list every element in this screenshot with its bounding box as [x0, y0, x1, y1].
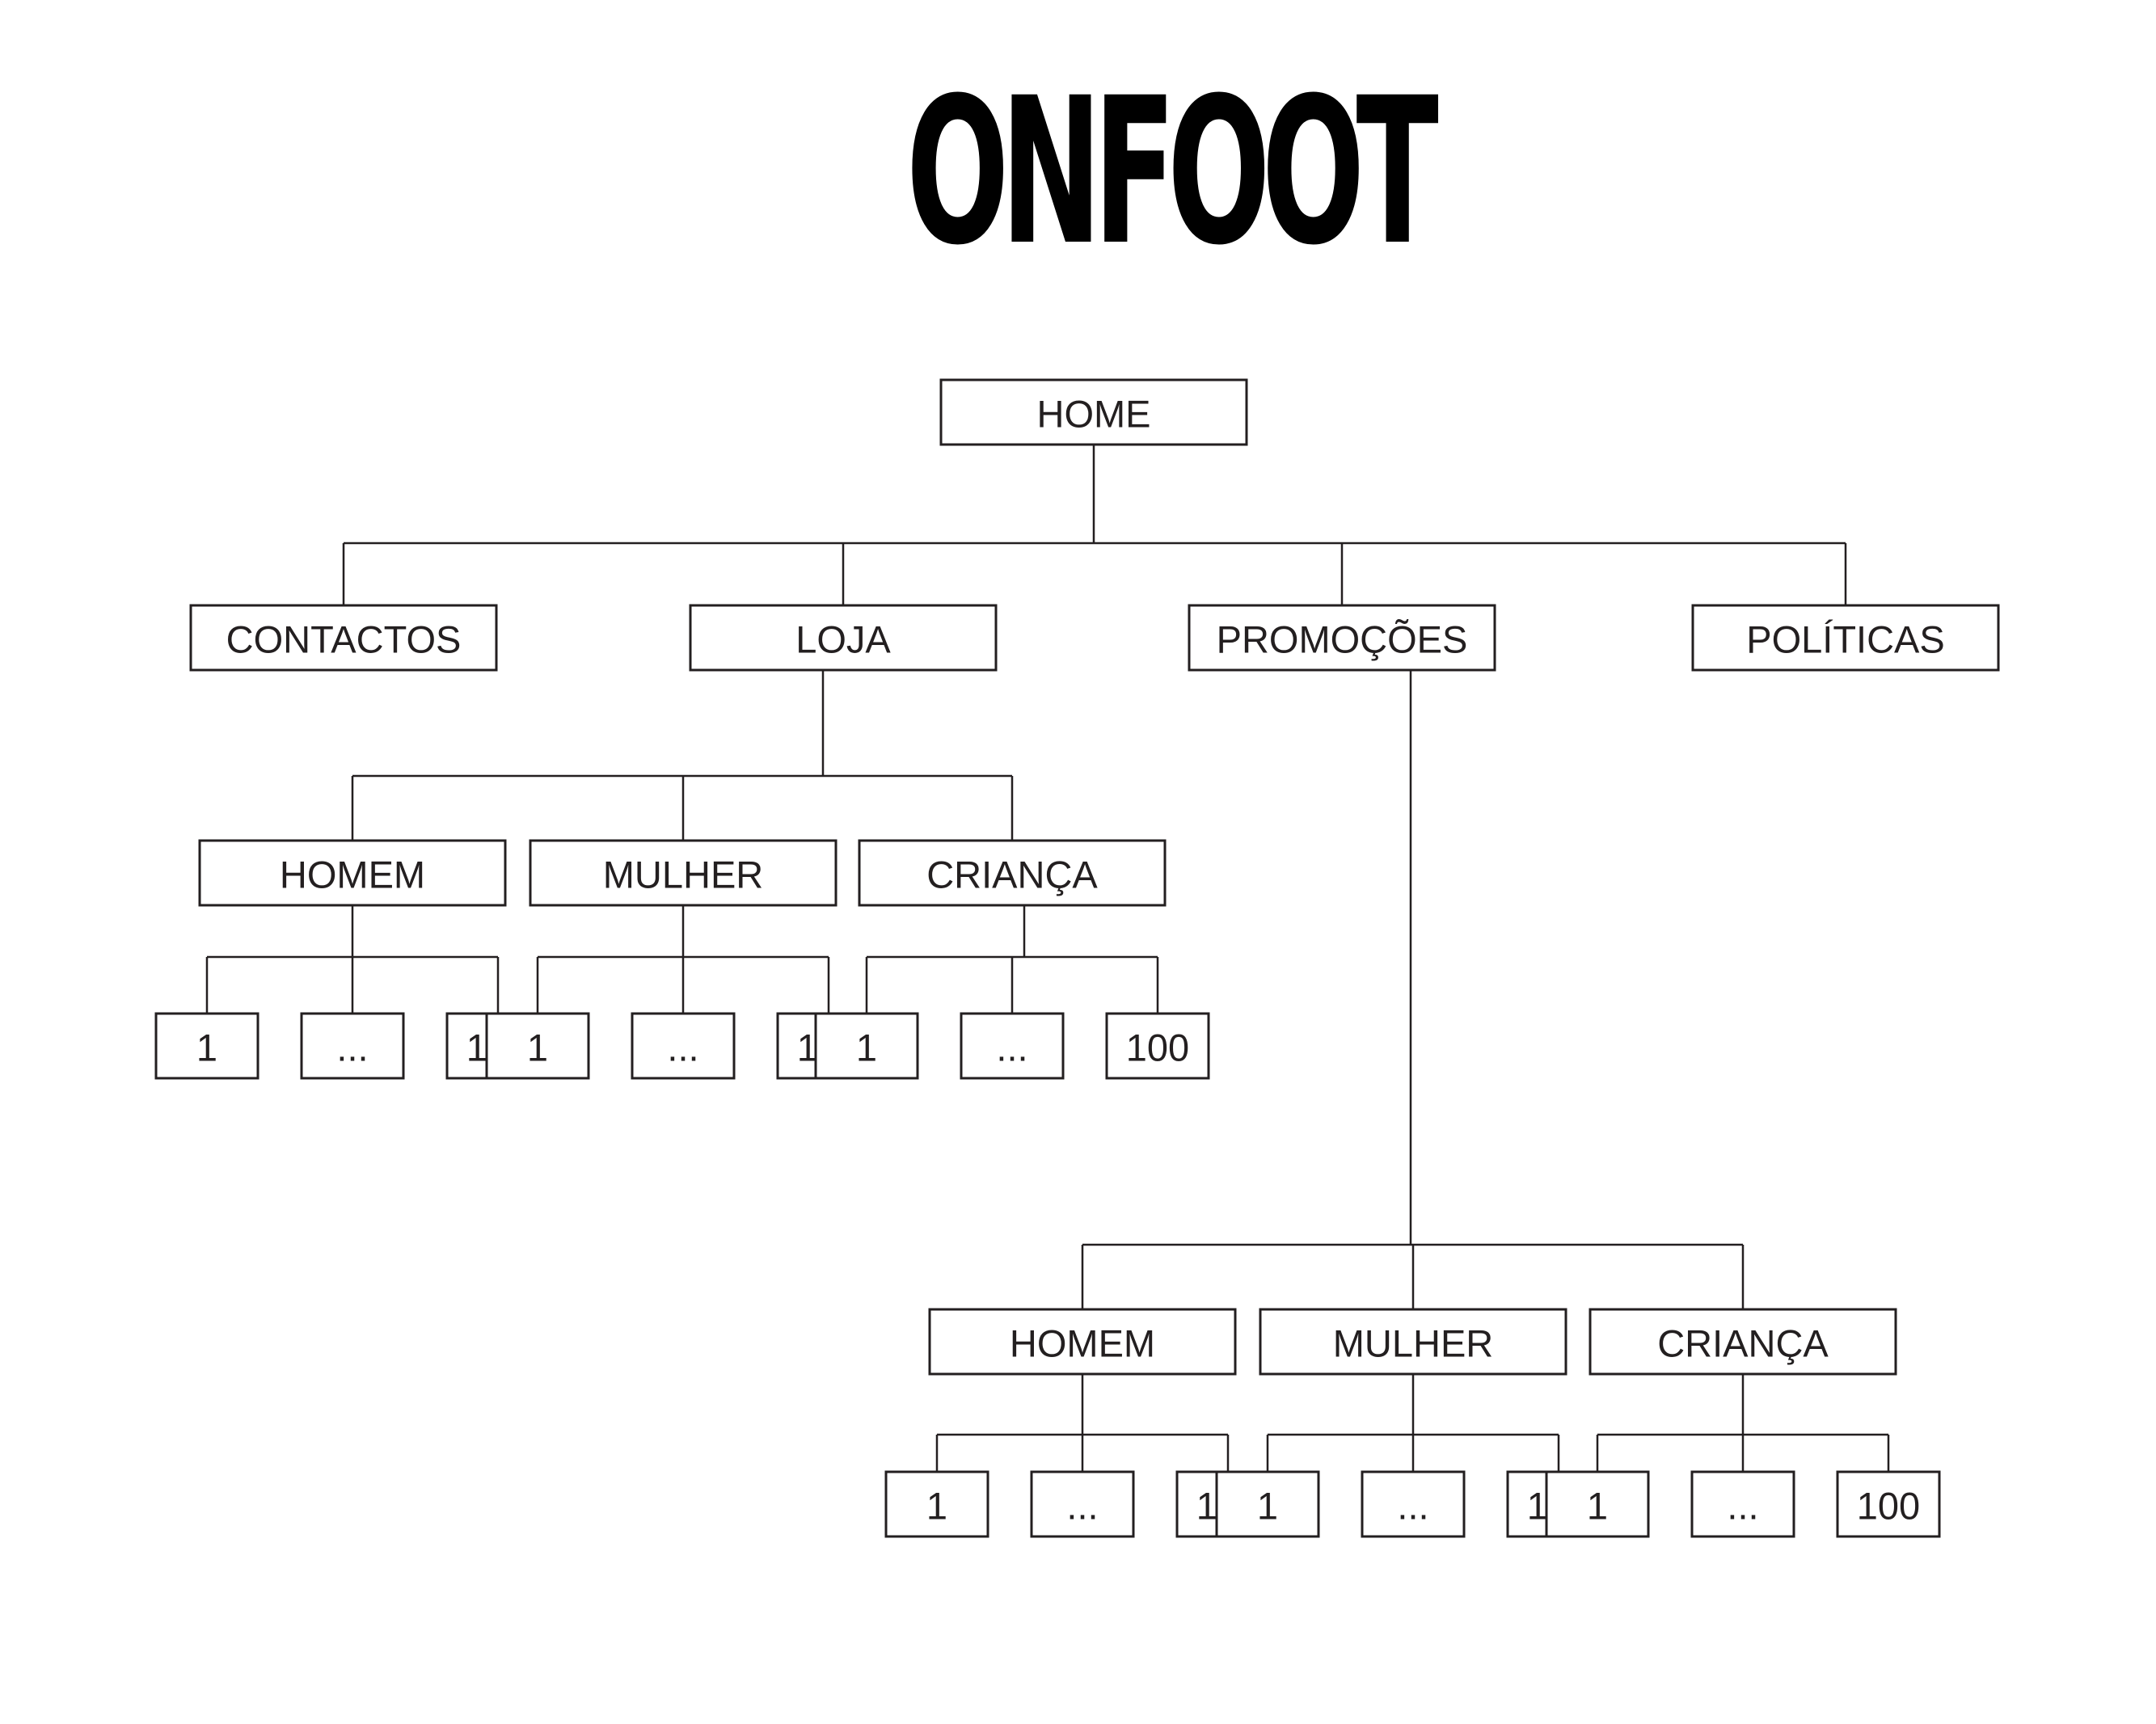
- node-promocoes-homem: HOMEM: [928, 1308, 1237, 1376]
- node-promocoes-mulher-leaf-1-box: [1215, 1470, 1320, 1538]
- node-politicas-box: [1691, 604, 2000, 672]
- node-contactos-box: [189, 604, 498, 672]
- node-loja-crianca-leaf-2: ...: [960, 1012, 1065, 1080]
- node-politicas: POLÍTICAS: [1691, 604, 2000, 672]
- node-loja-homem-leaf-1-label: 1: [196, 1026, 217, 1069]
- node-home: HOME: [939, 378, 1248, 446]
- node-promocoes-crianca-leaf-2-label: ...: [1727, 1485, 1758, 1528]
- node-promocoes-crianca-leaf-2-box: [1690, 1470, 1795, 1538]
- node-loja-homem-leaf-2-box: [300, 1012, 405, 1080]
- node-loja-homem-leaf-2-label: ...: [336, 1026, 368, 1069]
- sitemap-nodes: HOMECONTACTOSLOJAHOMEM1...100MULHER1...1…: [154, 378, 2000, 1538]
- node-loja-crianca: CRIANÇA: [858, 839, 1167, 907]
- node-loja-crianca-box: [858, 839, 1167, 907]
- node-loja-crianca-label: CRIANÇA: [926, 854, 1098, 896]
- node-promocoes-mulher: MULHER: [1259, 1308, 1567, 1376]
- connector-lines: [205, 445, 1890, 1472]
- node-promocoes-homem-label: HOMEM: [1010, 1322, 1155, 1365]
- node-loja-box: [689, 604, 998, 672]
- node-politicas-label: POLÍTICAS: [1746, 618, 1945, 661]
- node-home-label: HOME: [1037, 393, 1151, 436]
- node-loja-homem-leaf-2: ...: [300, 1012, 405, 1080]
- node-loja-homem-leaf-1-box: [154, 1012, 259, 1080]
- node-promocoes-mulher-leaf-2-label: ...: [1397, 1485, 1428, 1528]
- node-promocoes-crianca-leaf-1-label: 1: [1587, 1485, 1608, 1528]
- node-promocoes-crianca-leaf-3: 100: [1836, 1470, 1941, 1538]
- node-promocoes-crianca-label: CRIANÇA: [1657, 1322, 1829, 1365]
- node-loja-mulher-box: [529, 839, 838, 907]
- node-loja-mulher-leaf-1: 1: [485, 1012, 590, 1080]
- node-loja-mulher-leaf-1-label: 1: [527, 1026, 548, 1069]
- node-promocoes-homem-leaf-2-box: [1030, 1470, 1135, 1538]
- node-loja-mulher-leaf-2: ...: [631, 1012, 736, 1080]
- node-loja-crianca-leaf-2-label: ...: [996, 1026, 1027, 1069]
- node-promocoes-mulher-leaf-1: 1: [1215, 1470, 1320, 1538]
- node-promocoes-homem-box: [928, 1308, 1237, 1376]
- node-loja-mulher-leaf-1-box: [485, 1012, 590, 1080]
- node-loja-homem-label: HOMEM: [280, 854, 425, 896]
- node-loja-crianca-leaf-1-label: 1: [856, 1026, 877, 1069]
- node-loja-homem-box: [198, 839, 507, 907]
- node-promocoes-crianca-leaf-3-box: [1836, 1470, 1941, 1538]
- node-promocoes: PROMOÇÕES: [1188, 604, 1496, 672]
- node-loja-crianca-leaf-1: 1: [814, 1012, 919, 1080]
- node-promocoes-homem-leaf-1-box: [884, 1470, 989, 1538]
- node-promocoes-mulher-label: MULHER: [1333, 1322, 1493, 1365]
- node-promocoes-mulher-leaf-1-label: 1: [1257, 1485, 1278, 1528]
- node-loja: LOJA: [689, 604, 998, 672]
- node-loja-mulher-leaf-2-label: ...: [667, 1026, 698, 1069]
- node-promocoes-crianca-leaf-3-label: 100: [1857, 1485, 1920, 1528]
- node-loja-crianca-leaf-1-box: [814, 1012, 919, 1080]
- node-loja-crianca-leaf-3: 100: [1105, 1012, 1210, 1080]
- node-loja-mulher-label: MULHER: [603, 854, 763, 896]
- node-promocoes-mulher-box: [1259, 1308, 1567, 1376]
- node-loja-mulher: MULHER: [529, 839, 838, 907]
- node-contactos: CONTACTOS: [189, 604, 498, 672]
- node-promocoes-crianca-leaf-1: 1: [1545, 1470, 1650, 1538]
- node-loja-mulher-leaf-2-box: [631, 1012, 736, 1080]
- node-home-box: [939, 378, 1248, 446]
- node-promocoes-homem-leaf-2-label: ...: [1066, 1485, 1098, 1528]
- node-loja-homem-leaf-1: 1: [154, 1012, 259, 1080]
- node-loja-label: LOJA: [795, 618, 891, 661]
- node-promocoes-crianca-leaf-1-box: [1545, 1470, 1650, 1538]
- node-promocoes-crianca-box: [1589, 1308, 1897, 1376]
- node-promocoes-box: [1188, 604, 1496, 672]
- node-loja-homem: HOMEM: [198, 839, 507, 907]
- node-promocoes-crianca-leaf-2: ...: [1690, 1470, 1795, 1538]
- node-loja-crianca-leaf-3-box: [1105, 1012, 1210, 1080]
- node-loja-crianca-leaf-3-label: 100: [1126, 1026, 1189, 1069]
- node-promocoes-homem-leaf-2: ...: [1030, 1470, 1135, 1538]
- node-loja-crianca-leaf-2-box: [960, 1012, 1065, 1080]
- node-promocoes-label: PROMOÇÕES: [1217, 618, 1468, 661]
- node-promocoes-mulher-leaf-2: ...: [1361, 1470, 1466, 1538]
- node-contactos-label: CONTACTOS: [226, 618, 462, 661]
- node-promocoes-homem-leaf-1-label: 1: [926, 1485, 947, 1528]
- node-promocoes-mulher-leaf-2-box: [1361, 1470, 1466, 1538]
- node-promocoes-homem-leaf-1: 1: [884, 1470, 989, 1538]
- node-promocoes-crianca: CRIANÇA: [1589, 1308, 1897, 1376]
- brand-logo: ONFOOT: [905, 54, 1439, 289]
